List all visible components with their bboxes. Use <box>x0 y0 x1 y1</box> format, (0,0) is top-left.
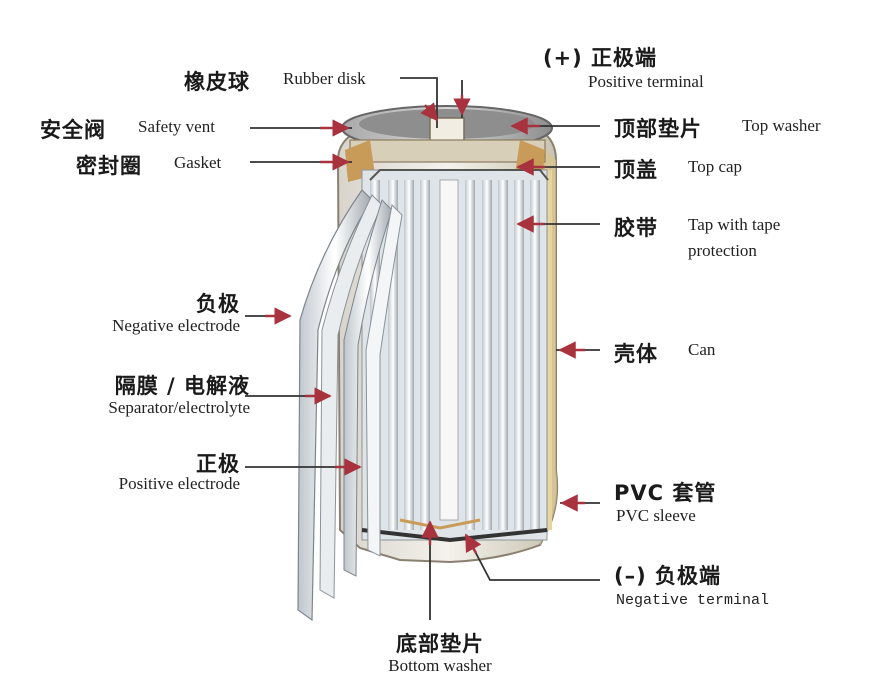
bottom-washer-en: Bottom washer <box>388 656 492 675</box>
tape-cn: 胶带 <box>614 216 658 240</box>
pvc-sleeve-cn: PVC 套管 <box>614 481 717 505</box>
top-washer-cn: 顶部垫片 <box>614 117 702 141</box>
gasket-en: Gasket <box>174 153 222 172</box>
positive-terminal-cn: (+) 正极端 <box>542 46 658 70</box>
gasket-cn: 密封圈 <box>76 154 142 178</box>
top-cap-cn: 顶盖 <box>614 158 658 182</box>
bottom-washer-cn: 底部垫片 <box>396 632 484 656</box>
positive-terminal-en: Positive terminal <box>588 72 704 91</box>
tape-en: Tap with tape <box>688 215 781 234</box>
negative-electrode-cn: 负极 <box>196 292 240 316</box>
rubber-disk-cn: 橡皮球 <box>184 70 250 94</box>
peeled-layers <box>297 189 403 622</box>
separator-cn: 隔膜 / 电解液 <box>114 374 250 398</box>
can-cn: 壳体 <box>614 342 658 366</box>
safety-vent-en: Safety vent <box>138 117 215 136</box>
arrow-heads <box>265 95 585 554</box>
separator-en: Separator/electrolyte <box>108 398 250 417</box>
top-cap-en: Top cap <box>688 157 743 176</box>
safety-vent-cn: 安全阀 <box>40 118 106 142</box>
rubber-disk-en: Rubber disk <box>283 69 366 88</box>
pvc-sleeve-en: PVC sleeve <box>616 506 696 525</box>
positive-electrode-cn: 正极 <box>196 452 240 476</box>
negative-electrode-en: Negative electrode <box>112 316 240 335</box>
top-washer-en: Top washer <box>742 116 821 135</box>
negative-terminal-cn: (–) 负极端 <box>614 564 722 588</box>
can-en: Can <box>688 340 716 359</box>
negative-terminal-en: Negative terminal <box>616 592 770 609</box>
positive-electrode-en: Positive electrode <box>118 474 240 493</box>
tape-en-line2: protection <box>688 241 757 260</box>
top-cap <box>341 105 553 182</box>
